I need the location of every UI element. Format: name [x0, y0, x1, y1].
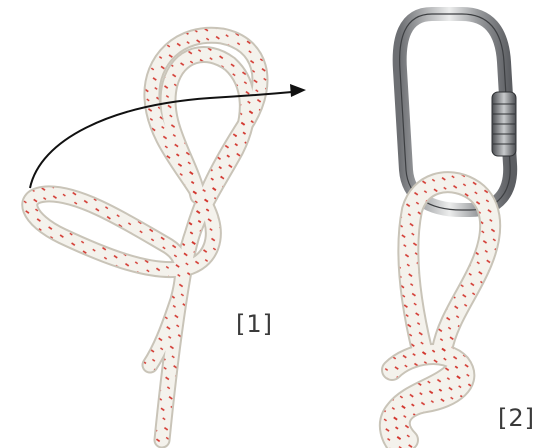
step-2-illustration	[390, 14, 516, 448]
figure-eight-knot-illustration	[390, 182, 490, 448]
step-1-label: [1]	[236, 310, 273, 338]
rope-loop-illustration	[30, 35, 260, 440]
step-1-illustration	[30, 35, 306, 440]
step-2-label: [2]	[498, 404, 535, 432]
